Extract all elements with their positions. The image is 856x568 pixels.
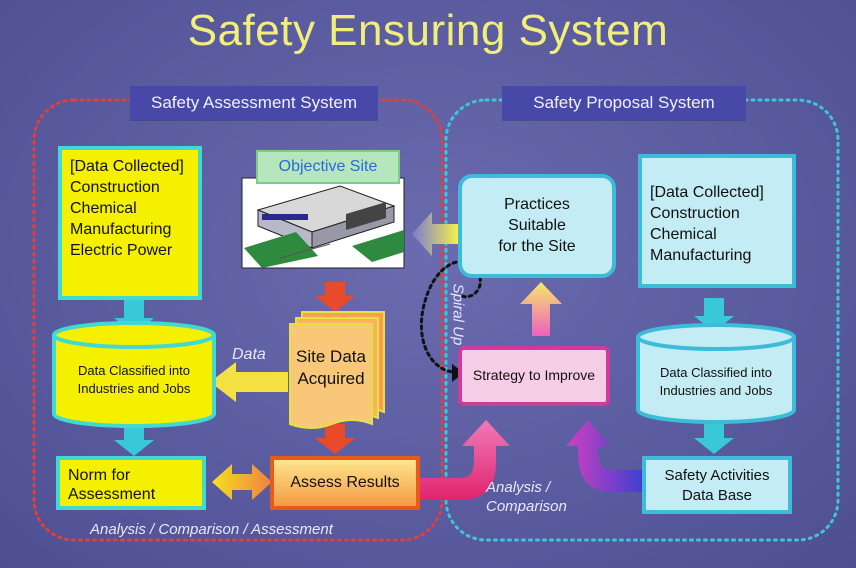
safety-activities-db-box: Safety Activities Data Base [642,456,792,514]
data-line: [Data Collected] [70,158,184,175]
db-line: Safety Activities [664,467,770,484]
db-line: Data Base [681,487,753,504]
practices-line: Suitable [508,217,566,234]
objective-site-label: Objective Site [256,150,400,184]
data-line: Chemical [70,200,137,217]
cylinder-line: Industries and Jobs [77,381,191,396]
practices-line: for the Site [498,238,576,255]
left-cylinder-text: Data Classified into Industries and Jobs [54,362,214,398]
assessment-system-label: Safety Assessment System [130,86,378,120]
data-label: Data [232,346,266,363]
cylinder-line: Industries and Jobs [659,383,773,398]
norm-for-assessment-box: Norm for Assessment [56,456,206,510]
strategy-box: Strategy to Improve [458,346,610,406]
arrow-data-to-classified [210,362,288,402]
spiral-up-label: Spiral Up [449,283,467,346]
arrow-cylinder-to-db-right [694,420,734,454]
left-data-collected-box: [Data Collected] Construction Chemical M… [58,146,202,300]
practices-box: Practices Suitable for the Site [458,174,616,278]
norm-line: Norm for [68,467,131,484]
proposal-system-label: Safety Proposal System [502,86,746,120]
arrow-cylinder-to-norm-left [114,420,154,456]
spiral-up-loop [420,260,482,374]
assess-results-box: Assess Results [270,456,420,510]
data-line: Manufacturing [70,221,172,238]
cylinder-line: Data Classified into [660,365,772,380]
analysis-line: Analysis / [486,479,551,496]
right-cylinder-text: Data Classified into Industries and Jobs [638,364,794,400]
footer-label: Analysis / Comparison / Assessment [90,521,333,538]
arrow-practices-to-site [412,212,458,256]
arrow-assess-to-strategy [420,420,510,500]
page-title: Safety Ensuring System [187,6,669,55]
arrow-db-to-strategy [566,420,642,492]
practices-line: Practices [504,196,570,213]
site-data-acquired: Site Data Acquired [290,346,372,390]
cylinder-line: Data Classified into [78,363,190,378]
arrow-site-to-sitedata [315,282,355,312]
data-line: Construction [650,205,740,222]
data-line: Manufacturing [650,247,752,264]
building-illustration [241,177,405,269]
data-line: Chemical [650,226,717,243]
analysis-line: Comparison [486,498,567,515]
arrow-strategy-to-practices [520,282,562,336]
site-data-line: Site Data [296,347,366,366]
cylinder-left [52,321,216,428]
arrow-sitedata-to-assess [315,424,355,454]
arrow-norm-assess [212,464,272,500]
site-data-line: Acquired [297,369,365,388]
cylinder-right [636,323,796,424]
data-line: [Data Collected] [650,184,764,201]
site-data-stack [289,311,385,429]
norm-line: Assessment [68,486,156,503]
right-data-collected-box: [Data Collected] Construction Chemical M… [638,154,796,288]
data-line: Electric Power [70,242,173,259]
data-line: Construction [70,179,160,196]
analysis-comparison-label: Analysis / Comparison [486,478,567,516]
